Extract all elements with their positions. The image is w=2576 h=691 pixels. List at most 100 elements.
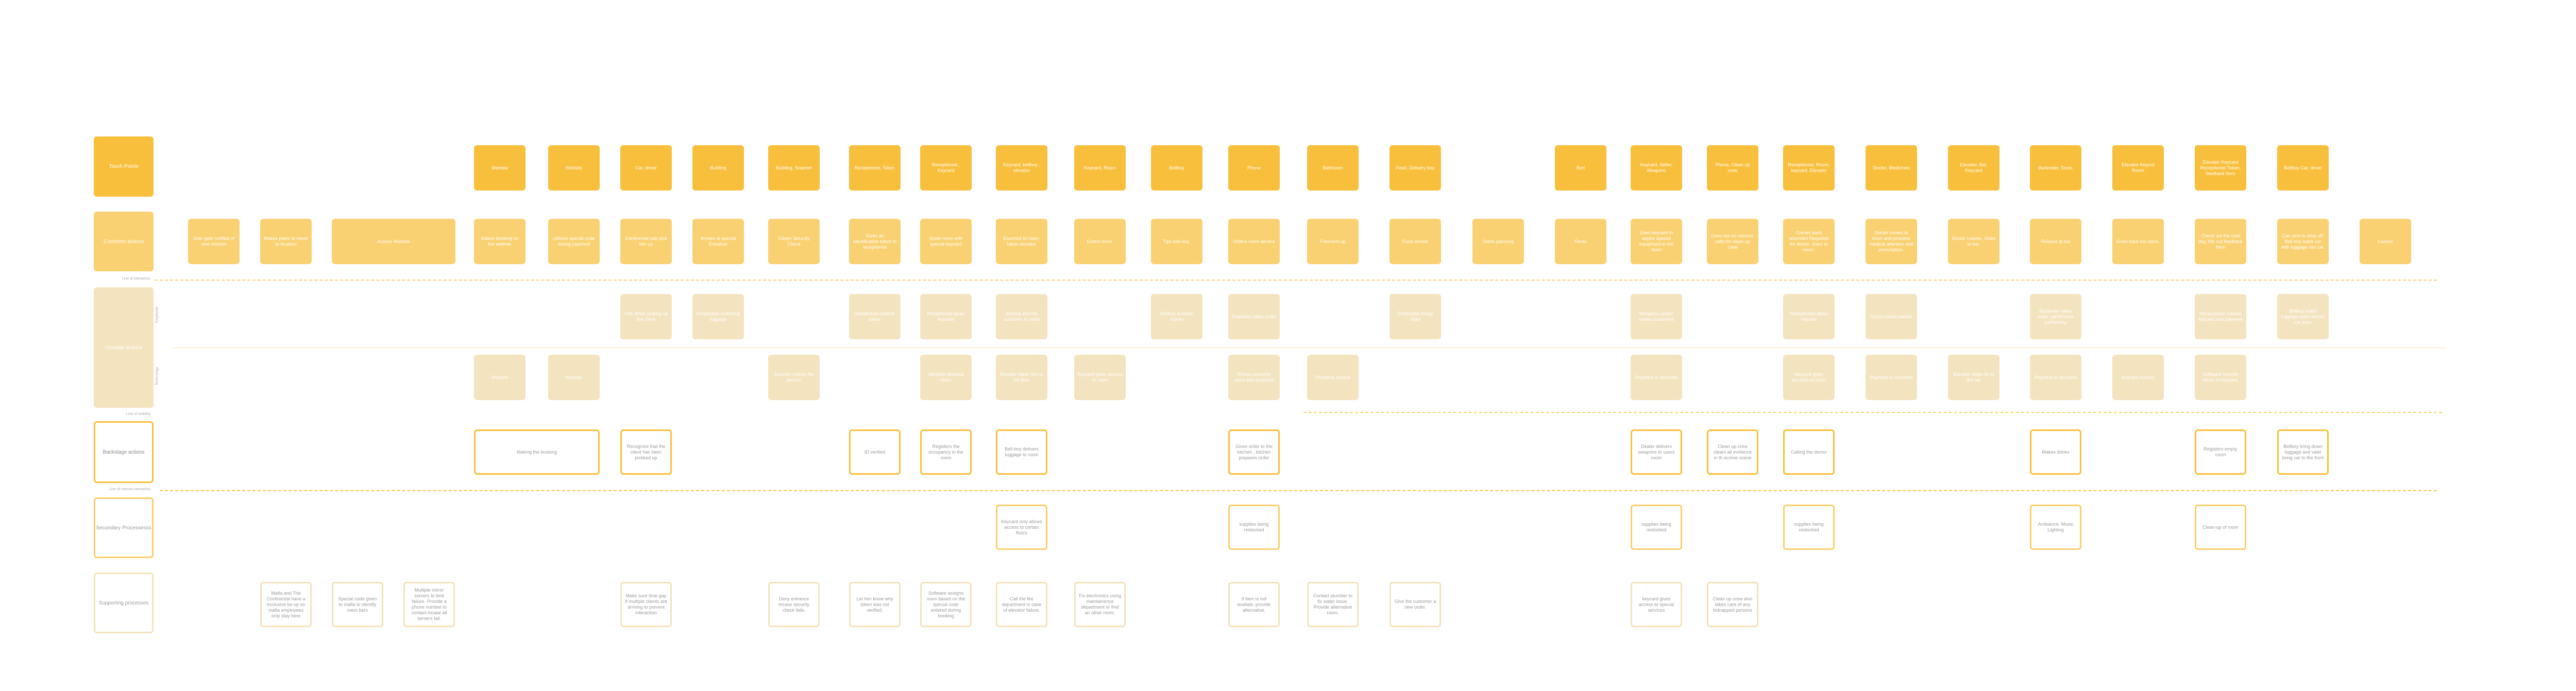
employee-card: Bellboy loads luggage valet returns car …	[2277, 294, 2329, 339]
customer-card: Rests	[1555, 219, 1606, 264]
customer-card: Utilizes special code during payment	[548, 219, 600, 264]
line-of-interaction-label: Line of interaction	[122, 277, 150, 281]
touch-card: Elevator, Bar, Keycard	[1948, 145, 1999, 191]
technology-card: Plumbing system	[1307, 355, 1359, 400]
employee-card: Cab driver picking up the client	[620, 294, 672, 339]
customer-card: User gets notified of new mission	[188, 219, 240, 264]
secondary-card: supplies being restocked	[1228, 505, 1280, 550]
customer-card: Enters room.	[1074, 219, 1126, 264]
row-label-secondary-processes: Secondary Processesss	[94, 497, 154, 558]
customer-card: Leaves	[2360, 219, 2411, 264]
supporting-card: Software assigns room based on the speci…	[920, 582, 972, 627]
secondary-card: Clean-up of room	[2195, 505, 2246, 550]
technology-card: Website	[548, 355, 600, 400]
technology-card: Keycard gives access to room	[1074, 355, 1126, 400]
technology-card: Keycard Access	[2112, 355, 2164, 400]
technology-card: Payment is recorded	[2030, 355, 2081, 400]
supporting-card: Let him know why token was not verified.	[849, 582, 901, 627]
touch-card: Receptionist, Token	[849, 145, 901, 191]
line-of-internal-interaction-label: Line of internal interaction	[109, 488, 150, 491]
backstage-card: Clean up crew clears all evidence in th …	[1707, 429, 1758, 475]
technology-card: Keycard gives accsess to room	[1783, 355, 1835, 400]
customer-card: Relaxes at bar	[2030, 219, 2081, 264]
backstage-card: Calling the doctor	[1783, 429, 1835, 475]
technology-card: Website	[474, 355, 526, 400]
customer-card: Escorted to room. Takes elevator.	[996, 219, 1047, 264]
row-label-backstage-actions: Backstage actions	[94, 421, 154, 483]
touch-card: Receptionist , Keycard	[920, 145, 972, 191]
touch-card: Bellboy	[1151, 145, 1202, 191]
backstage-card: Gives order to the kitchen , kitchen pre…	[1228, 429, 1280, 475]
row-label-touch-points: Touch Points	[94, 136, 154, 197]
touch-card: Food, Delivery boy	[1389, 145, 1441, 191]
technology-card: Identifies Booked room	[920, 355, 972, 400]
technology-card: Payment is recorded	[1631, 355, 1682, 400]
backstage-card: Bellboy bring down luggage and valet bri…	[2277, 429, 2329, 475]
touch-card: Website	[548, 145, 600, 191]
secondary-card: supplies being restocked	[1631, 505, 1682, 550]
line-of-internal-interaction	[160, 490, 2437, 491]
touch-card: Elevator Keycrd Room	[2112, 145, 2164, 191]
customer-card: Access Website	[332, 219, 455, 264]
supporting-card: Make sure time gap if multiple clients a…	[620, 582, 672, 627]
touch-card: Elevator Keycard Receptionist Token, fee…	[2195, 145, 2246, 191]
backstage-card: Registers the occupancy in the room	[920, 429, 972, 475]
touch-card: Doctor, Medicines	[1866, 145, 1917, 191]
touch-card: Car, driver	[620, 145, 672, 191]
touch-card: Phone	[1228, 145, 1280, 191]
customer-card: Goes back too room.	[2112, 219, 2164, 264]
employee-card: Receptionist takes request	[1783, 294, 1835, 339]
customer-card: Doctor comes to room and provides medica…	[1866, 219, 1917, 264]
touch-card: Keycard, Seller, Weapons	[1631, 145, 1682, 191]
touch-card: Keycard, Room	[1074, 145, 1126, 191]
supporting-card: Deny entrance incase security check fail…	[768, 582, 820, 627]
employee-card: Doctor treats paitent	[1866, 294, 1917, 339]
employee-card: Receptionist gives keycard	[920, 294, 972, 339]
customer-card: Check out the next day, fills out feedba…	[2195, 219, 2246, 264]
customer-card: Comes back wounded Requests for doctor. …	[1783, 219, 1835, 264]
customer-card: Freshens up	[1307, 219, 1359, 264]
supporting-card: Contact plumber to fix water issue. Prov…	[1307, 582, 1359, 627]
technology-card: Scanner checks his person	[768, 355, 820, 400]
employee-card: Weapons dealer meets customers	[1631, 294, 1682, 339]
touch-card: Phone, Clean up crew	[1707, 145, 1758, 191]
customer-card: Given room with special keycard	[920, 219, 972, 264]
supporting-card: Mafia and The Continental have a exclusi…	[260, 582, 312, 627]
employee-card: Bellboy escorts customer to room	[996, 294, 1047, 339]
supporting-card: Give the customer a new order.	[1389, 582, 1441, 627]
technology-card: Elevator takes im to the bar	[1948, 355, 1999, 400]
employee-card: Employees collecting luggage	[692, 294, 744, 339]
touch-card: Bathroom	[1307, 145, 1359, 191]
customer-card: Food arrives	[1389, 219, 1441, 264]
supporting-card: Special code given to mafia to identify …	[332, 582, 383, 627]
backstage-card: Registers empty room	[2195, 429, 2246, 475]
customer-card: Clears Security Check	[768, 219, 820, 264]
customer-card: Continental cab pick him up	[620, 219, 672, 264]
technology-card: Phone connects users and emplotee	[1228, 355, 1280, 400]
backstage-card: Bell-boy delivers luggage to room	[996, 429, 1047, 475]
backstage-card: Makes drinks	[2030, 429, 2081, 475]
employee-card: receptionist collects token	[849, 294, 901, 339]
supporting-card: keycard gives access to special services	[1631, 582, 1682, 627]
touch-card: Bellboy Car, driver	[2277, 145, 2329, 191]
customer-card: Tips bell-boy.	[1151, 219, 1202, 264]
customer-card: Orders room service	[1228, 219, 1280, 264]
line-of-visibility	[1303, 412, 2442, 413]
backstage-card: Dealer delivers weapons to users room	[1631, 429, 1682, 475]
touch-card: Bed	[1555, 145, 1606, 191]
touch-card: Building, Scanner	[768, 145, 820, 191]
line-of-visibility-label: Line of visibility	[126, 412, 150, 416]
supporting-card: Multiple mirror servers to limit failure…	[403, 582, 455, 627]
technology-card: Payment is recorded	[1866, 355, 1917, 400]
technology-card: Software records return of keycard.	[2195, 355, 2246, 400]
touch-card: Receptionist, Room, keycard, Elevator	[1783, 145, 1835, 191]
backstage-card: Making the booking	[474, 429, 600, 475]
customer-card: Makes booking on the website	[474, 219, 526, 264]
employee-card: Bellboy accepts money	[1151, 294, 1202, 339]
customer-card: Goes out on mission, calls for clean-up …	[1707, 219, 1758, 264]
touch-card: Keycard, bellboy , elevator	[996, 145, 1047, 191]
employee-card: Emplolyee brings order	[1389, 294, 1441, 339]
supporting-card: Clean up crew also takes care of any kid…	[1707, 582, 1758, 627]
supporting-card: Fix electronics using maintainence depar…	[1074, 582, 1126, 627]
supporting-card: Call the fire department in case of elev…	[996, 582, 1047, 627]
